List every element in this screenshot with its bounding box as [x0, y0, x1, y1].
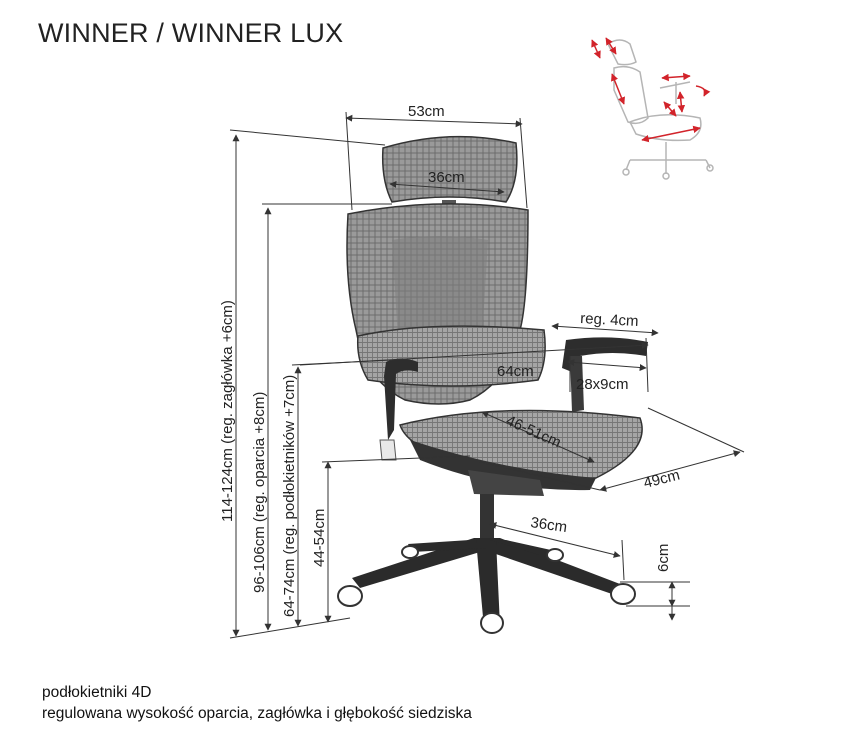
seat-mechanism — [468, 470, 544, 496]
label-total-height: 114-124cm (reg. zagłówka +6cm) — [219, 300, 236, 522]
label-back-height: 96-106cm (reg. oparcia +8cm) — [251, 392, 268, 593]
feature-line-adjustments: regulowana wysokość oparcia, zagłówka i … — [42, 705, 472, 722]
label-headrest-width: 36cm — [428, 169, 465, 186]
label-wheel-height: 6cm — [655, 544, 672, 572]
dimension-labels: 114-124cm (reg. zagłówka +6cm) 96-106cm … — [219, 103, 682, 617]
adjustment-arrows — [591, 37, 711, 143]
label-armrest-width: 64cm — [497, 363, 534, 380]
label-depth: 49cm — [642, 467, 682, 492]
label-seat-height: 44-54cm — [311, 509, 328, 567]
label-armrest-height: 64-74cm (reg. podłokietników +7cm) — [281, 375, 298, 617]
label-armpad-size: 28x9cm — [576, 376, 629, 393]
adjustment-thumbnail — [607, 39, 714, 180]
gas-lift — [480, 494, 494, 538]
feature-notes: podłokietniki 4D regulowana wysokość opa… — [42, 682, 472, 724]
label-armrest-reg: reg. 4cm — [580, 310, 639, 330]
dimension-lines — [229, 111, 745, 639]
feature-line-armrests: podłokietniki 4D — [42, 684, 152, 701]
label-back-width: 53cm — [408, 103, 445, 120]
label-base-radius: 36cm — [529, 514, 568, 536]
product-title: WINNER / WINNER LUX — [38, 18, 344, 48]
left-armrest — [384, 358, 418, 440]
